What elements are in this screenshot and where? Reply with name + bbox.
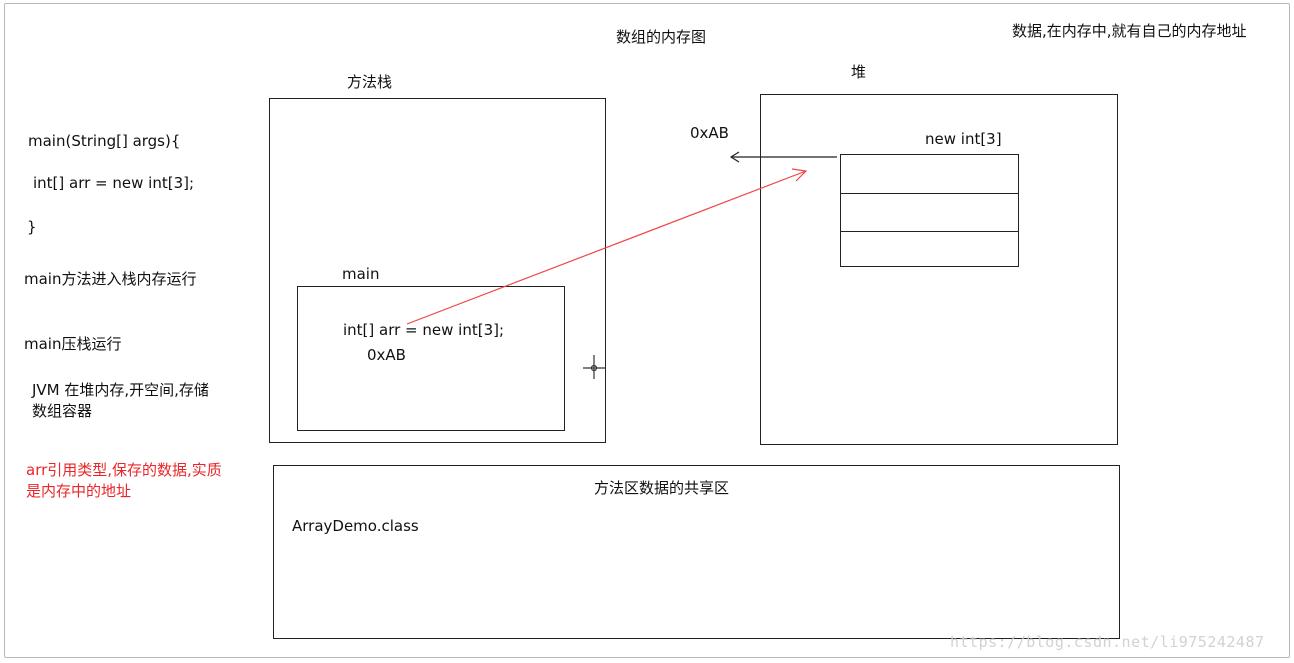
stack-address: 0xAB	[367, 346, 406, 364]
method-stack-box	[269, 98, 606, 443]
heap-box	[760, 94, 1118, 445]
reference-arrow-head	[791, 168, 808, 182]
crosshair-cursor-icon	[583, 355, 606, 379]
code-line-1: main(String[] args){	[28, 132, 181, 150]
red-note-line-2: 是内存中的地址	[26, 482, 132, 500]
address-arrow-head	[729, 151, 740, 163]
class-name: ArrayDemo.class	[292, 517, 419, 535]
step-note-2: main压栈运行	[24, 335, 122, 353]
top-right-note: 数据,在内存中,就有自己的内存地址	[1012, 22, 1247, 40]
array-label: new int[3]	[925, 130, 1002, 148]
watermark: https://blog.csdn.net/li975242487	[950, 633, 1265, 651]
method-area-label: 方法区数据的共享区	[594, 479, 730, 497]
code-line-3: }	[27, 218, 37, 236]
reference-arrow	[406, 170, 807, 325]
stack-statement: int[] arr = new int[3];	[343, 321, 505, 339]
step-note-1: main方法进入栈内存运行	[24, 270, 197, 288]
diagram-title: 数组的内存图	[616, 28, 707, 46]
heap-address: 0xAB	[690, 124, 729, 142]
method-area-box	[273, 465, 1120, 639]
array-cell-divider	[841, 193, 1018, 194]
step-note-3-line-2: 数组容器	[32, 402, 93, 420]
array-box	[840, 154, 1019, 267]
canvas-frame	[4, 3, 1290, 658]
code-line-2: int[] arr = new int[3];	[33, 174, 195, 192]
array-cell-divider	[841, 231, 1018, 232]
red-note-line-1: arr引用类型,保存的数据,实质	[26, 461, 222, 479]
step-note-3-line-1: JVM 在堆内存,开空间,存储	[32, 381, 209, 399]
main-frame-label: main	[342, 265, 380, 283]
main-frame-box	[297, 286, 565, 431]
heap-label: 堆	[851, 63, 867, 81]
stack-label: 方法栈	[347, 73, 393, 91]
